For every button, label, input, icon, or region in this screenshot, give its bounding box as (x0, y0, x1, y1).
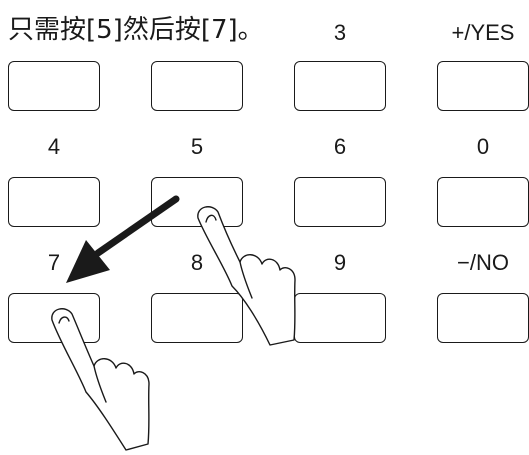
key-3-button[interactable] (294, 61, 386, 111)
key-1-button[interactable] (8, 61, 100, 111)
key-no-button[interactable] (437, 293, 529, 343)
key-label-7: 7 (47, 250, 61, 275)
key-label-5: 5 (190, 134, 204, 159)
key-label-6: 6 (333, 134, 347, 159)
key-label-0: 0 (476, 134, 490, 159)
key-5-button[interactable] (151, 177, 243, 227)
key-label-9: 9 (333, 250, 347, 275)
key-label-8: 8 (190, 250, 204, 275)
key-label-no: −/NO (457, 250, 509, 275)
key-2-button[interactable] (151, 61, 243, 111)
key-9-button[interactable] (294, 293, 386, 343)
key-label-3: 3 (333, 20, 347, 45)
key-6-button[interactable] (294, 177, 386, 227)
key-7-button[interactable] (8, 293, 100, 343)
key-label-yes: +/YES (451, 20, 515, 45)
instruction-text: 只需按[5]然后按[7]。 (8, 14, 268, 46)
key-4-button[interactable] (8, 177, 100, 227)
key-0-button[interactable] (437, 177, 529, 227)
key-yes-button[interactable] (437, 61, 529, 111)
key-label-4: 4 (47, 134, 61, 159)
key-8-button[interactable] (151, 293, 243, 343)
